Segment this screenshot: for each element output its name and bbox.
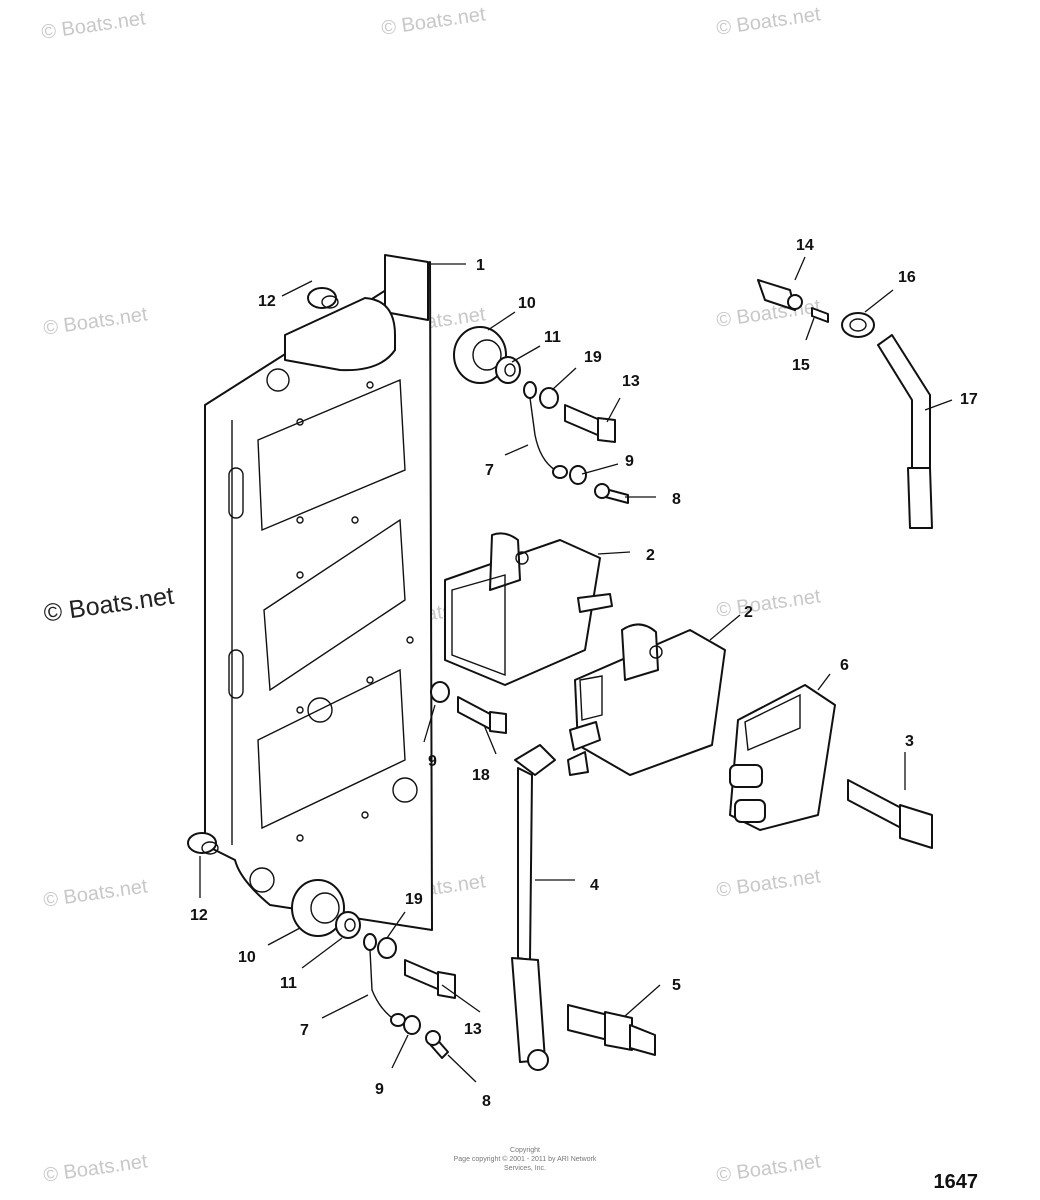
rubber-mount-bottom[interactable]	[291, 879, 345, 937]
bolt-18[interactable]	[457, 696, 507, 734]
lock-washer-bottom[interactable]	[377, 937, 397, 959]
callout-5: 5	[672, 977, 681, 994]
callout-11: 11	[544, 329, 561, 346]
hose-clamp-16[interactable]	[841, 312, 875, 338]
callout-1: 1	[476, 257, 485, 274]
bolt-bottom[interactable]	[404, 959, 456, 999]
washer-top[interactable]	[495, 356, 521, 384]
callout-14: 14	[796, 237, 814, 254]
washer-bottom[interactable]	[335, 911, 361, 939]
callout-4: 4	[590, 877, 599, 894]
callout-12: 12	[258, 293, 276, 310]
callout-19: 19	[584, 349, 602, 366]
callout-7: 7	[485, 462, 494, 479]
washer-9-bottom[interactable]	[403, 1015, 421, 1035]
ground-wire-top[interactable]	[523, 381, 568, 479]
callout-8: 8	[672, 491, 681, 508]
callout-3: 3	[905, 733, 914, 750]
grommet-bottom[interactable]	[187, 832, 219, 855]
lock-washer-top[interactable]	[539, 387, 559, 409]
callout-11: 11	[280, 975, 297, 992]
spark-plug[interactable]	[567, 1004, 656, 1056]
callout-13: 13	[622, 373, 640, 390]
callout-9: 9	[428, 753, 437, 770]
callout-18: 18	[472, 767, 490, 784]
bolt-top[interactable]	[564, 404, 616, 443]
ignition-module[interactable]	[729, 684, 836, 831]
washer-9-top[interactable]	[569, 465, 587, 485]
washer-9-middle[interactable]	[430, 681, 450, 703]
callout-2: 2	[744, 604, 753, 621]
fuel-hose-17[interactable]	[877, 334, 933, 529]
copyright-notice: Copyright Page copyright © 2001 - 2011 b…	[450, 1146, 600, 1173]
callout-16: 16	[898, 269, 916, 286]
grommet-top[interactable]	[307, 287, 339, 309]
callout-9: 9	[625, 453, 634, 470]
screw-8-top[interactable]	[594, 483, 629, 504]
ignition-coil-lower[interactable]	[567, 623, 726, 776]
mounting-bracket[interactable]	[204, 254, 433, 931]
rubber-mount-top[interactable]	[453, 326, 507, 384]
figure-number: 1647	[933, 1171, 979, 1193]
ignition-coil-upper[interactable]	[444, 532, 613, 686]
fitting-14[interactable]	[757, 279, 803, 311]
callout-8: 8	[482, 1093, 491, 1110]
callout-19: 19	[405, 891, 423, 908]
callout-13: 13	[464, 1021, 482, 1038]
callout-10: 10	[238, 949, 256, 966]
callout-12: 12	[190, 907, 208, 924]
callout-7: 7	[300, 1022, 309, 1039]
callout-9: 9	[375, 1081, 384, 1098]
module-bolt[interactable]	[847, 779, 933, 849]
callout-15: 15	[792, 357, 810, 374]
callout-6: 6	[840, 657, 849, 674]
callout-17: 17	[960, 391, 978, 408]
callout-10: 10	[518, 295, 536, 312]
fitting-15[interactable]	[811, 307, 829, 323]
screw-8-bottom[interactable]	[425, 1030, 449, 1059]
copyright-line: Copyright	[510, 1147, 540, 1154]
copyright-line: Page copyright © 2001 - 2011 by ARI Netw…	[453, 1156, 597, 1172]
callout-2: 2	[646, 547, 655, 564]
spark-plug-lead[interactable]	[511, 744, 556, 1071]
